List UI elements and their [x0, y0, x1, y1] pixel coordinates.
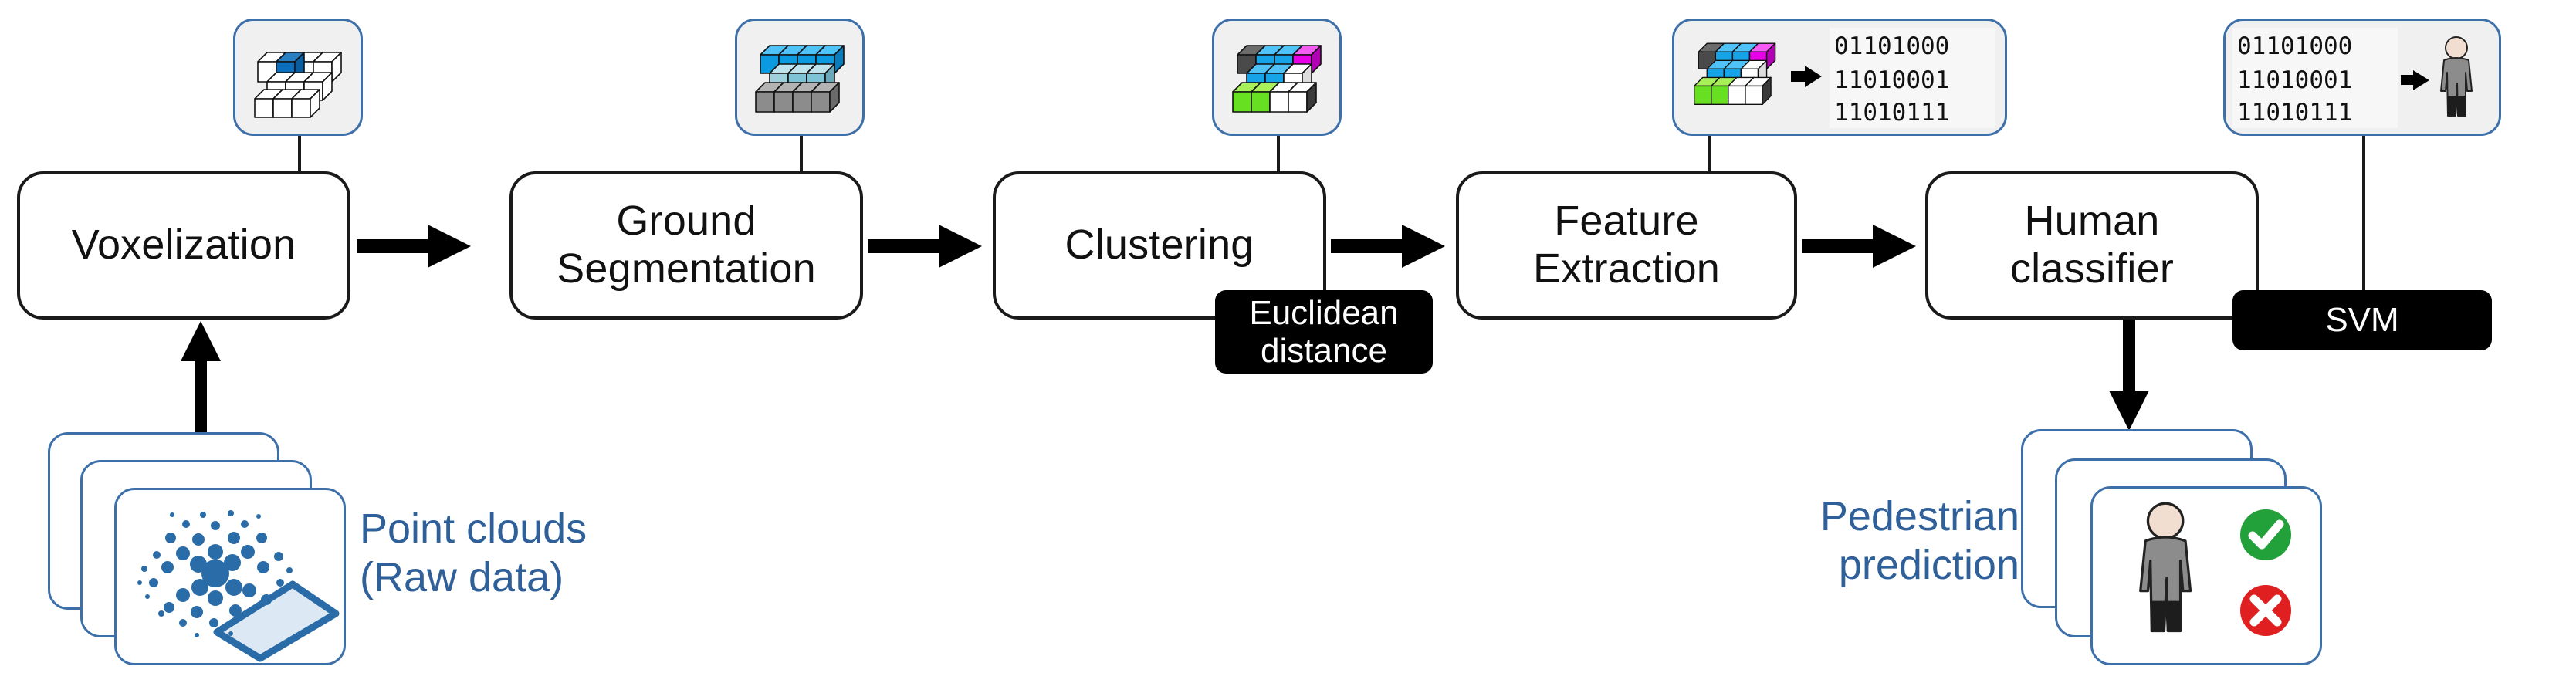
binary-to-person-icon: 01101000 11010001 11010111 [2232, 28, 2473, 128]
classifier-binary-line-3: 11010111 [2237, 99, 2352, 127]
stage-box-voxelization[interactable]: Voxelization [17, 171, 350, 320]
stage-label-human-classifier-line2: classifier [2009, 245, 2175, 292]
arrow-feature-extraction-to-human-classifier [1802, 225, 1916, 268]
stage-label-feature-extraction-line2: Extraction [1532, 245, 1721, 292]
stage-label-feature-extraction-line1: Feature [1554, 198, 1699, 245]
binary-line-1: 01101000 [1834, 32, 1949, 60]
badge-svm-label: SVM [2325, 301, 2399, 340]
stage-label-voxelization: Voxelization [71, 222, 296, 269]
binary-line-3: 11010111 [1834, 99, 1949, 127]
person-figure-icon [2139, 502, 2192, 633]
annotation-point-clouds-line2: (Raw data) [360, 553, 564, 600]
check-circle-icon [2240, 509, 2291, 560]
chip-stem-ground-segmentation [800, 136, 803, 190]
arrow-voxelization-to-ground-segmentation [357, 225, 471, 268]
small-arrow-right-icon [2401, 70, 2429, 90]
voxel-grid-clusters-icon [1232, 45, 1322, 113]
annotation-point-clouds: Point clouds (Raw data) [360, 505, 638, 601]
voxel-grid-to-binary-icon: 01101000 11010001 11010111 [1694, 28, 1995, 128]
point-cloud-card-stack [48, 432, 350, 667]
prediction-icons-group [2139, 502, 2291, 636]
badge-euclidean-distance-line1: Euclidean [1249, 293, 1399, 332]
stage-box-feature-extraction[interactable]: Feature Extraction [1456, 171, 1797, 320]
arrow-pointclouds-to-voxelization [181, 321, 221, 434]
stage-label-clustering: Clustering [1065, 222, 1254, 269]
badge-euclidean-distance-line2: distance [1261, 332, 1387, 370]
voxel-grid-ground-split-icon [755, 45, 845, 113]
chip-stem-voxelization [298, 136, 301, 190]
stage-label-human-classifier-line1: Human [2024, 198, 2160, 245]
arrow-human-classifier-to-prediction [2109, 320, 2149, 431]
stage-label-ground-segmentation-line2: Segmentation [557, 245, 816, 292]
arrow-ground-segmentation-to-clustering [868, 225, 982, 268]
prediction-card-front[interactable] [2090, 486, 2322, 665]
classifier-binary-line-2: 11010001 [2237, 66, 2352, 94]
badge-svm[interactable]: SVM [2232, 290, 2492, 350]
binary-line-2: 11010001 [1834, 66, 1949, 94]
annotation-point-clouds-line1: Point clouds [360, 506, 587, 552]
chip-stem-human-classifier [2362, 136, 2365, 290]
badge-euclidean-distance[interactable]: Euclidean distance [1215, 290, 1433, 374]
point-cloud-icon [137, 510, 340, 662]
point-cloud-card-front[interactable] [114, 488, 346, 665]
annotation-pedestrian-prediction-line2: prediction [1838, 541, 2019, 588]
stage-box-human-classifier[interactable]: Human classifier [1925, 171, 2259, 320]
stage-box-ground-segmentation[interactable]: Ground Segmentation [509, 171, 863, 320]
cross-circle-icon [2240, 585, 2291, 636]
prediction-card-stack [2021, 429, 2330, 668]
annotation-pedestrian-prediction-line1: Pedestrian [1819, 493, 2019, 539]
chip-stem-feature-extraction [1708, 136, 1711, 190]
classifier-binary-line-1: 01101000 [2237, 32, 2352, 60]
small-arrow-right-icon [1791, 66, 1822, 87]
chip-voxelization[interactable] [233, 19, 363, 136]
annotation-pedestrian-prediction: Pedestrian prediction [1711, 492, 2019, 589]
arrow-clustering-to-feature-extraction [1331, 225, 1445, 268]
chip-human-classifier[interactable]: 01101000 11010001 11010111 [2223, 19, 2501, 136]
chip-clustering[interactable] [1212, 19, 1342, 136]
chip-feature-extraction[interactable]: 01101000 11010001 11010111 [1672, 19, 2007, 136]
stage-label-ground-segmentation-line1: Ground [616, 198, 757, 245]
person-figure-icon [2440, 36, 2473, 117]
chip-ground-segmentation[interactable] [735, 19, 865, 136]
voxel-grid-single-blue-icon [254, 52, 342, 118]
